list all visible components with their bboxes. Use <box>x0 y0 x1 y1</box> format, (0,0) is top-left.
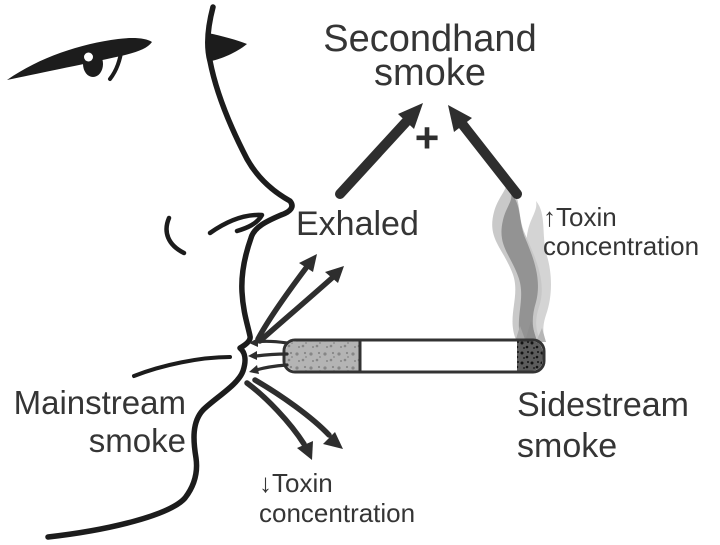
mouth-crease-line <box>132 355 232 378</box>
secondhand-smoke-label-line1: Secondhand <box>323 18 537 60</box>
secondhand-smoke-label: Secondhand smoke <box>317 18 543 94</box>
smoke-tuft <box>525 321 537 342</box>
mainstream-smoke-label: Mainstream smoke <box>0 384 186 460</box>
toxin-up-label-line2: concentration <box>543 231 700 261</box>
sidestream-smoke-label-line1: Sidestream <box>517 386 689 424</box>
nose-bridge-wedge <box>208 33 247 61</box>
plus-sign: + <box>414 114 440 161</box>
eye <box>83 51 103 77</box>
smoke-tuft <box>515 326 526 342</box>
exhaled-label: Exhaled <box>296 205 419 243</box>
sidestream-smoke-plume <box>492 183 551 342</box>
secondhand-arrows <box>335 103 522 199</box>
toxin-up-label-line1: ↑Toxin <box>543 202 617 232</box>
smoke-wisp <box>501 194 538 342</box>
cigarette-lit-tip <box>517 341 543 371</box>
inhale-arrow-top <box>249 338 289 347</box>
nostril-wing-line <box>164 215 187 256</box>
cigarette-filter <box>285 341 359 371</box>
exhaled-arrow-right <box>257 266 344 344</box>
toxin-down-label-line1: ↓Toxin <box>259 468 333 498</box>
secondhand-arrow-right <box>448 105 522 199</box>
face-outline <box>45 4 295 540</box>
sidestream-smoke-label: Sidestream smoke <box>517 385 689 467</box>
mainstream-smoke-label-line1: Mainstream <box>13 384 186 421</box>
secondhand-arrow-left <box>335 103 423 199</box>
smoke-tuft <box>536 328 546 342</box>
toxin-down-label-line2: concentration <box>259 498 416 528</box>
sidestream-smoke-label-line2: smoke <box>517 427 618 465</box>
pupil-highlight <box>84 52 93 62</box>
smoke-wisp <box>526 201 551 342</box>
mainstream-inhale-arrows <box>248 338 289 374</box>
secondhand-smoke-label-line2: smoke <box>374 52 486 94</box>
mainstream-smoke-label-line2: smoke <box>88 422 186 459</box>
eyelid-line <box>108 46 124 81</box>
nostril-line <box>207 212 265 236</box>
eyebrow <box>7 38 152 80</box>
exhaled-arrows <box>255 254 344 344</box>
inhale-arrow-bottom <box>249 363 289 374</box>
downward-arrow-right <box>252 377 343 449</box>
exhaled-arrow-left <box>255 254 317 342</box>
inhale-arrow-middle <box>248 351 289 360</box>
toxin-up-label: ↑Toxin concentration <box>543 203 699 261</box>
cigarette <box>282 338 546 374</box>
downward-arrow-left <box>244 380 313 460</box>
toxin-down-label: ↓Toxin concentration <box>259 468 415 528</box>
face-profile <box>7 4 295 540</box>
downward-smoke-arrows <box>244 377 343 460</box>
